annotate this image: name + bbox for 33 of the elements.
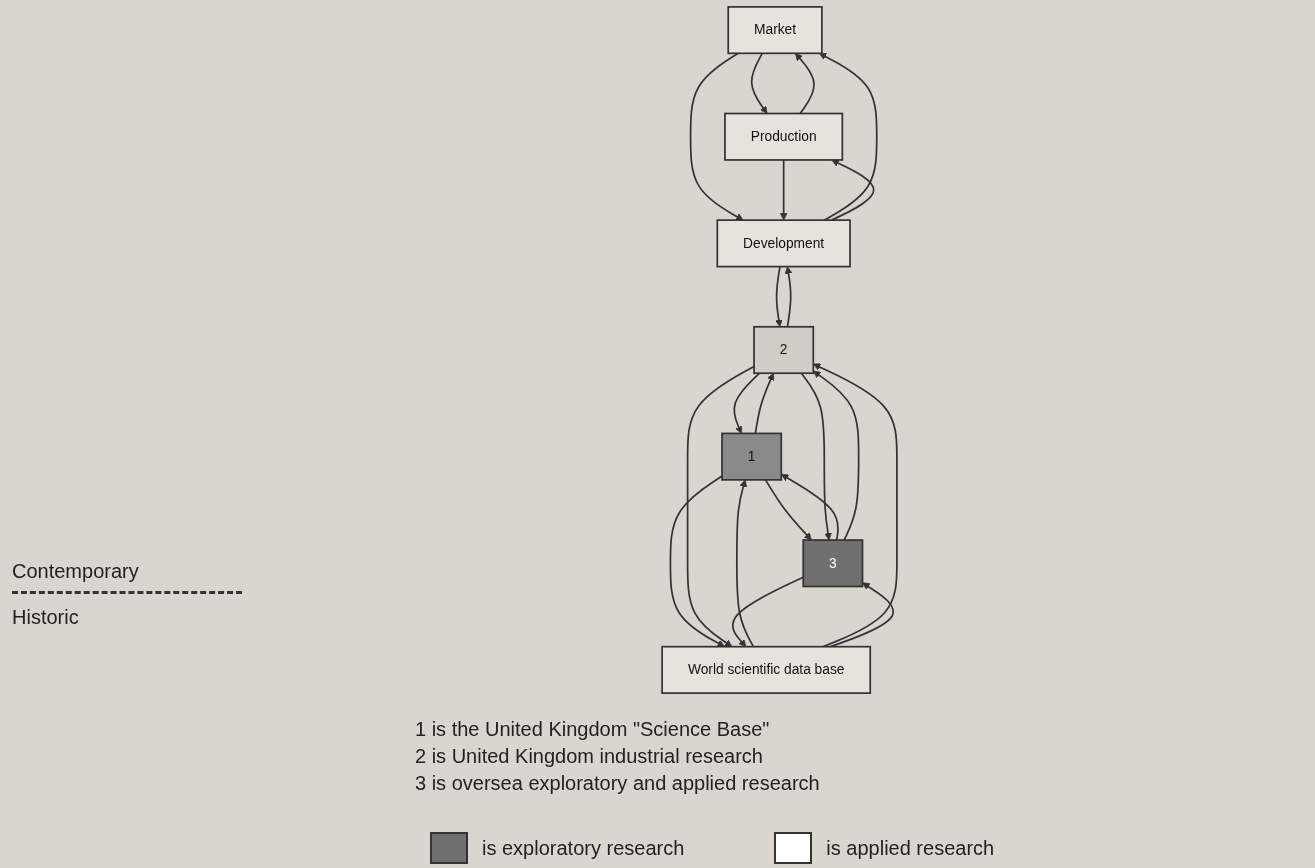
arrow	[781, 473, 840, 541]
arrow	[687, 365, 756, 648]
legend-text: is exploratory research	[482, 836, 685, 860]
arrow	[733, 372, 761, 434]
arrow	[670, 475, 726, 648]
arrow	[819, 52, 879, 221]
arrow	[751, 52, 768, 114]
arrow	[795, 52, 816, 115]
arrow	[831, 159, 876, 221]
node-box: World scientific data base	[661, 645, 872, 694]
node-box: Production	[724, 112, 844, 161]
arrow	[813, 363, 899, 648]
key-note: 2 is United Kingdom industrial research	[415, 745, 764, 768]
node-box: 1	[721, 432, 783, 481]
legend-text: is applied research	[826, 836, 995, 860]
arrow	[755, 372, 775, 435]
arrow	[736, 479, 755, 648]
arrow	[775, 265, 784, 328]
node-box: Development	[716, 219, 852, 268]
key-note: 3 is oversea exploratory and applied research	[415, 772, 820, 795]
key-note: 1 is the United Kingdom "Science Base"	[415, 718, 771, 741]
arrow	[780, 159, 788, 221]
node-box: Market	[727, 6, 824, 55]
arrow	[785, 266, 793, 328]
arrow	[830, 582, 895, 648]
node-box: 3	[802, 539, 864, 588]
arrow	[800, 372, 833, 541]
node-box: 2	[753, 325, 815, 375]
era-label: Historic	[12, 606, 80, 629]
era-label: Contemporary	[12, 560, 140, 583]
arrow	[813, 370, 860, 541]
arrow	[690, 52, 744, 221]
arrow	[765, 479, 813, 541]
